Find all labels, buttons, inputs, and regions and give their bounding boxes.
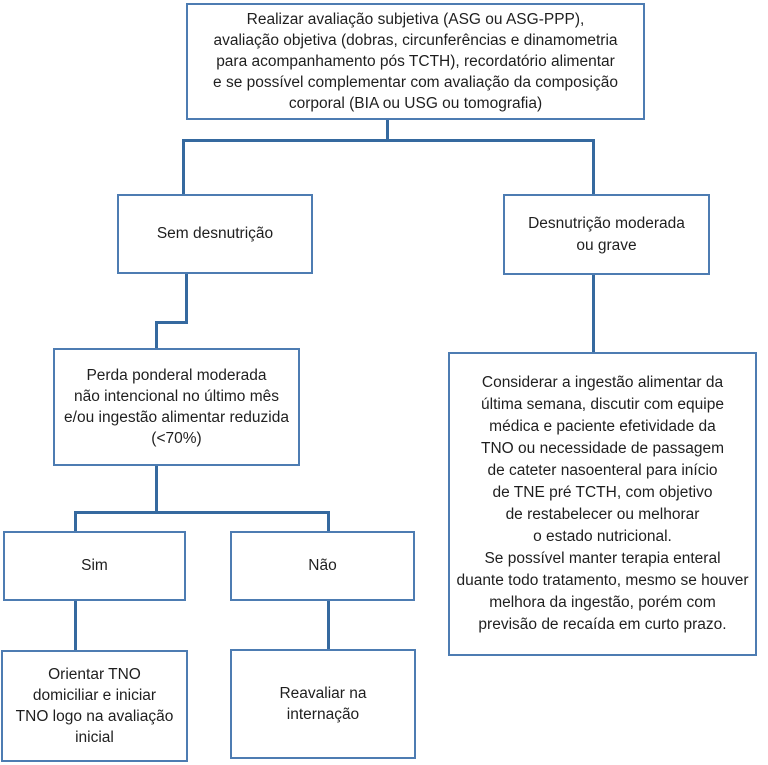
node-moderate-severe-malnutrition: Desnutrição moderada ou grave — [503, 194, 710, 275]
node-no: Não — [230, 531, 415, 601]
node-reassess: Reavaliar na internação — [230, 649, 416, 759]
connector-top-drop — [386, 120, 389, 142]
connector-no-to-reassess — [327, 601, 330, 650]
connector-below-weight-loss — [155, 466, 158, 514]
node-consider-intake: Considerar a ingestão alimentar da últim… — [448, 352, 757, 656]
node-no-malnutrition: Sem desnutrição — [117, 194, 313, 274]
connector-jog-horizontal — [155, 321, 188, 324]
connector-yes-no-bracket — [74, 511, 330, 514]
connector-yes-to-orient — [74, 601, 77, 651]
connector-top-bracket — [182, 139, 595, 142]
node-yes: Sim — [3, 531, 186, 601]
connector-to-consider-intake — [592, 275, 595, 353]
node-orient-tno: Orientar TNO domiciliar e iniciar TNO lo… — [1, 650, 188, 762]
connector-to-no-malnutrition — [182, 139, 185, 195]
connector-to-moderate-severe — [592, 139, 595, 195]
connector-to-no — [327, 511, 330, 532]
connector-to-weight-loss — [155, 321, 158, 349]
connector-to-yes — [74, 511, 77, 532]
node-assessment: Realizar avaliação subjetiva (ASG ou ASG… — [186, 3, 645, 120]
node-weight-loss: Perda ponderal moderada não intencional … — [53, 348, 300, 466]
connector-below-no-malnutrition — [185, 274, 188, 324]
